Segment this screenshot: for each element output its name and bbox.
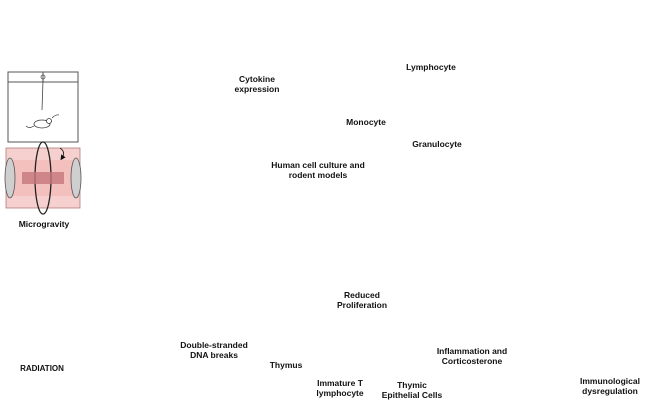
label-reduced-line2: Proliferation (336, 300, 388, 310)
label-dna-line2: DNA breaks (190, 350, 238, 360)
label-immunological: Immunological dysregulation (568, 376, 652, 396)
label-immature: Immature T lymphocyte (308, 378, 372, 398)
label-cytokine-line1: Cytokine (239, 74, 275, 84)
label-granulocyte: Granulocyte (412, 139, 462, 149)
label-thymic-line2: Epithelial Cells (381, 390, 443, 400)
centrifuge-icon (4, 141, 82, 215)
label-microgravity: Microgravity (18, 219, 70, 229)
label-immunological-line1: Immunological (580, 376, 640, 386)
label-thymus: Thymus (269, 360, 303, 370)
label-inflammation: Inflammation and Corticosterone (424, 346, 520, 366)
label-immature-line2: lymphocyte (316, 388, 364, 398)
label-reduced: Reduced Proliferation (326, 290, 398, 310)
rodent-cage-icon (7, 71, 79, 143)
label-inflammation-line2: Corticosterone (441, 356, 503, 366)
label-cytokine: Cytokine expression (212, 74, 302, 94)
label-immature-line1: Immature T (317, 378, 363, 388)
label-dna: Double-stranded DNA breaks (164, 340, 264, 360)
label-culture-line2: rodent models (288, 170, 348, 180)
label-monocyte: Monocyte (346, 117, 386, 127)
label-inflammation-line1: Inflammation and (436, 346, 508, 356)
label-cytokine-line2: expression (234, 84, 280, 94)
label-culture-line1: Human cell culture and (271, 160, 365, 170)
label-reduced-line1: Reduced (344, 290, 380, 300)
label-thymic-line1: Thymic (397, 380, 427, 390)
label-immunological-line2: dysregulation (582, 386, 638, 396)
label-radiation: RADIATION (20, 364, 64, 373)
label-lymphocyte: Lymphocyte (406, 62, 456, 72)
label-thymic: Thymic Epithelial Cells (372, 380, 452, 400)
label-dna-line1: Double-stranded (180, 340, 248, 350)
label-culture: Human cell culture and rodent models (258, 160, 378, 180)
